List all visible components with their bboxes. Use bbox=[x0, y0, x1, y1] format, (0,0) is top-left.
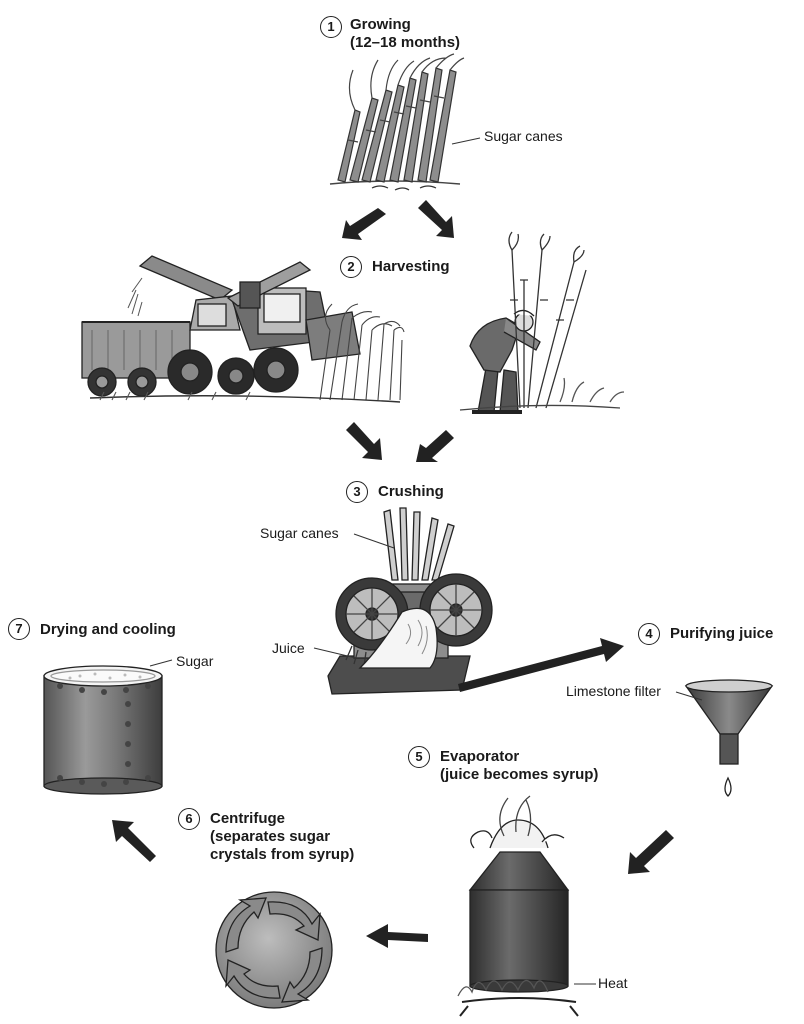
juice-leader bbox=[313, 647, 357, 659]
limestone-filter-label: Limestone filter bbox=[566, 683, 661, 699]
step-1-subtitle-text: (12–18 months) bbox=[350, 34, 461, 51]
step-5-title: Evaporator (juice becomes syrup) bbox=[440, 748, 598, 784]
harvester-illustration bbox=[81, 255, 361, 397]
sugar-leader bbox=[149, 659, 173, 667]
growing-canes-illustration bbox=[329, 53, 465, 191]
step-7-title: Drying and cooling bbox=[40, 621, 176, 638]
sugar-canes-label-growing: Sugar canes bbox=[484, 128, 563, 144]
arrow-purifying-to-evaporator bbox=[628, 830, 674, 874]
arrow-centrifuge-to-drying bbox=[112, 820, 156, 862]
step-4-title: Purifying juice bbox=[670, 625, 774, 642]
step-4-number: 4 bbox=[638, 623, 660, 645]
crusher-canes-leader bbox=[353, 533, 395, 549]
step-2-title: Harvesting bbox=[372, 258, 450, 275]
step-1-number: 1 bbox=[320, 16, 342, 38]
evaporator-illustration bbox=[457, 795, 579, 1017]
arrow-crushing-to-purifying bbox=[458, 638, 624, 692]
step-3-number: 3 bbox=[346, 481, 368, 503]
filter-leader bbox=[675, 691, 703, 701]
standing-cane-field bbox=[89, 303, 405, 403]
step-6-number: 6 bbox=[178, 808, 200, 830]
step-6-subtitle2-text: crystals from syrup) bbox=[210, 846, 355, 863]
step-2-number: 2 bbox=[340, 256, 362, 278]
step-6-subtitle-text: (separates sugar bbox=[210, 828, 331, 845]
step-5-number: 5 bbox=[408, 746, 430, 768]
arrow-evaporator-to-centrifuge bbox=[366, 924, 428, 948]
step-5-subtitle-text: (juice becomes syrup) bbox=[440, 766, 599, 783]
arrows-harvesting-to-crushing bbox=[346, 422, 454, 462]
sugar-canes-label-crusher: Sugar canes bbox=[260, 525, 339, 541]
drying-drum-illustration bbox=[43, 665, 163, 795]
manual-harvest-illustration bbox=[459, 231, 625, 414]
arrows-growing-to-harvesting bbox=[342, 200, 454, 240]
heat-label: Heat bbox=[598, 975, 628, 991]
canes-leader-line bbox=[451, 137, 481, 145]
centrifuge-illustration bbox=[215, 891, 333, 1009]
step-6-title: Centrifuge (separates sugar crystals fro… bbox=[210, 810, 354, 864]
step-3-title: Crushing bbox=[378, 483, 444, 500]
crusher-illustration bbox=[327, 507, 493, 695]
sugar-label: Sugar bbox=[176, 653, 214, 669]
step-1-title: Growing (12–18 months) bbox=[350, 16, 460, 52]
step-7-number: 7 bbox=[8, 618, 30, 640]
step-1-title-text: Growing bbox=[350, 16, 411, 33]
step-6-title-text: Centrifuge bbox=[210, 810, 285, 827]
juice-label: Juice bbox=[272, 640, 305, 656]
step-5-title-text: Evaporator bbox=[440, 748, 520, 765]
limestone-filter-illustration bbox=[684, 679, 774, 797]
